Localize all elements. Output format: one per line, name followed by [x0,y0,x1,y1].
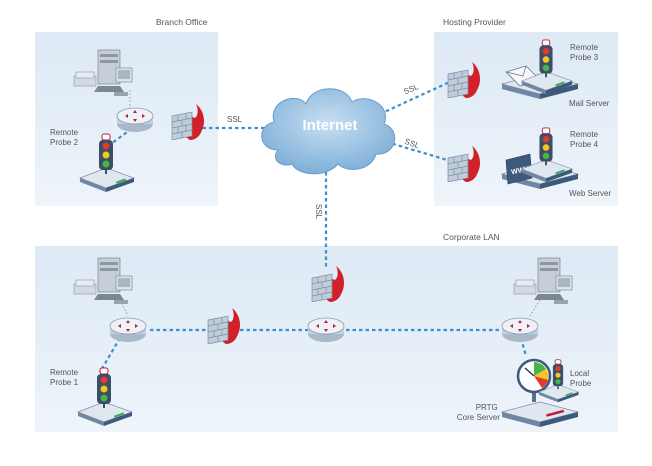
remote-probe-2-label: Remote Probe 2 [50,128,80,147]
internet-cloud-icon [261,88,396,175]
prtg-core-server-label: PRTG Core Server [457,403,500,422]
corporate-lan-title: Corporate LAN [443,232,500,242]
internet-label: Internet [302,117,357,134]
web-www-icon: WWW [505,153,533,185]
hosting-provider-title: Hosting Provider [443,17,506,27]
ssl-label-mail: SSL [402,82,420,96]
mail-server-label: Mail Server [569,99,610,108]
web-server-label: Web Server [569,189,611,198]
connection-lines [99,79,528,373]
router-icon [116,107,154,133]
ssl-label-branch: SSL [227,115,243,124]
remote-probe-4-label: Remote Probe 4 [570,130,600,149]
branch-office-title: Branch Office [156,17,208,27]
remote-probe-3-label: Remote Probe 3 [570,43,600,62]
router-icon [501,317,539,343]
router-icon [307,317,345,343]
prtg-core-server-icon [501,358,579,428]
svg-text:WWW: WWW [511,165,532,176]
local-probe-label: Local Probe [570,369,592,388]
router-icon [109,317,147,343]
ssl-label-corporate: SSL [314,204,323,220]
remote-probe-1-label: Remote Probe 1 [50,368,80,387]
lan-cable-lines [119,90,541,317]
